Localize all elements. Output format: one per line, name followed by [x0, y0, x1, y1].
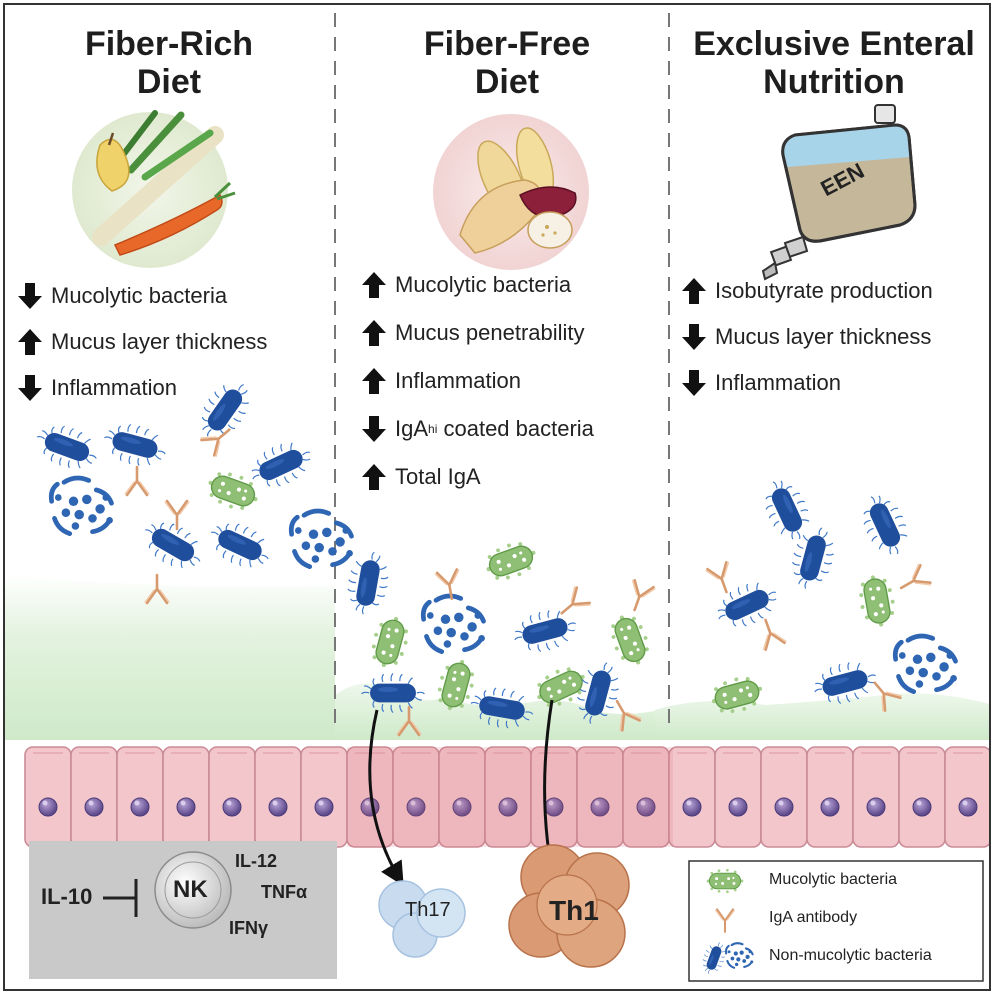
legend-label-mucolytic: Mucolytic bacteria: [769, 871, 898, 888]
column-title-een: Exclusive Enteral Nutrition: [693, 25, 975, 101]
down-arrow-icon: [681, 323, 707, 351]
th1-cells: [508, 844, 630, 968]
legend-label-iga: IgA antibody: [769, 909, 858, 926]
bullet-item: Inflammation: [17, 374, 177, 402]
column-title-fiber-free: Fiber-Free Diet: [423, 25, 591, 101]
bullet-item: Inflammation: [361, 367, 521, 395]
bullet-text: Mucolytic bacteria: [51, 283, 228, 308]
fiber-free-food-icon: [433, 114, 589, 270]
down-arrow-icon: [681, 369, 707, 397]
epithelial-cell: [806, 746, 854, 848]
column-title-fiber-rich: Fiber-Rich Diet: [84, 25, 254, 101]
bullet-text-rest: coated bacteria: [437, 416, 594, 441]
ifng-label: IFNγ: [229, 918, 269, 938]
legend-label-non-mucolytic: Non-mucolytic bacteria: [769, 947, 932, 964]
epithelial-cell: [70, 746, 118, 848]
epithelial-cell: [898, 746, 946, 848]
epithelial-cell: [254, 746, 302, 848]
epithelial-cell: [24, 746, 72, 848]
tnfa-label: TNFα: [261, 882, 308, 902]
inflamed-epithelium-shade: [347, 747, 673, 847]
epithelial-cell: [852, 746, 900, 848]
il10-label: IL-10: [41, 884, 93, 909]
nk-label: NK: [173, 876, 208, 903]
bullet-text: Inflammation: [395, 368, 521, 393]
up-arrow-icon: [361, 367, 387, 395]
diagram-canvas: [5, 13, 989, 982]
bullet-item: Inflammation: [681, 369, 841, 397]
up-arrow-icon: [681, 277, 707, 305]
epithelial-cell: [300, 746, 348, 848]
up-arrow-icon: [361, 271, 387, 299]
th17-label: Th17: [405, 899, 451, 921]
een-bag-icon: [761, 104, 917, 281]
bullet-text: Mucus penetrability: [395, 320, 585, 345]
epithelial-cell: [116, 746, 164, 848]
bullet-text: Total IgA: [395, 464, 481, 489]
up-arrow-icon: [361, 319, 387, 347]
bullet-item: Total IgA: [361, 463, 481, 491]
il12-label: IL-12: [235, 851, 278, 871]
bullet-item: Mucolytic bacteria: [17, 282, 227, 310]
fiber-rich-food-icon: [72, 110, 236, 268]
epithelial-cell: [714, 746, 762, 848]
th1-label: Th1: [549, 895, 599, 926]
epithelial-cell: [162, 746, 210, 848]
nk-box: [29, 841, 337, 979]
th17-cells: [378, 880, 466, 958]
epithelium: [24, 746, 989, 848]
epithelial-cell: [668, 746, 716, 848]
bullet-item: Mucus layer thickness: [681, 323, 931, 351]
up-arrow-icon: [17, 328, 43, 356]
bullet-text: IgA: [395, 416, 429, 441]
epithelial-cell: [208, 746, 256, 848]
bullet-item: Mucolytic bacteria: [361, 271, 571, 299]
bullet-text: Inflammation: [51, 375, 177, 400]
bullet-text: Mucolytic bacteria: [395, 272, 572, 297]
bullet-item: Mucus layer thickness: [17, 328, 267, 356]
epithelial-cell: [944, 746, 989, 848]
up-arrow-icon: [361, 463, 387, 491]
bullet-text: Inflammation: [715, 370, 841, 395]
bullet-item: Mucus penetrability: [361, 319, 585, 347]
bullet-text: Isobutyrate production: [715, 278, 933, 303]
bullet-text: Mucus layer thickness: [51, 329, 268, 354]
bullet-text: Mucus layer thickness: [715, 324, 932, 349]
bullet-superscript: hi: [428, 422, 438, 436]
bullet-item: Isobutyrate production: [681, 277, 933, 305]
down-arrow-icon: [17, 374, 43, 402]
figure-frame: Fiber-Rich Diet Fiber-Free Diet Exclusiv…: [3, 3, 991, 991]
epithelial-cell: [760, 746, 808, 848]
down-arrow-icon: [361, 415, 387, 443]
down-arrow-icon: [17, 282, 43, 310]
legend-box: [688, 860, 984, 982]
